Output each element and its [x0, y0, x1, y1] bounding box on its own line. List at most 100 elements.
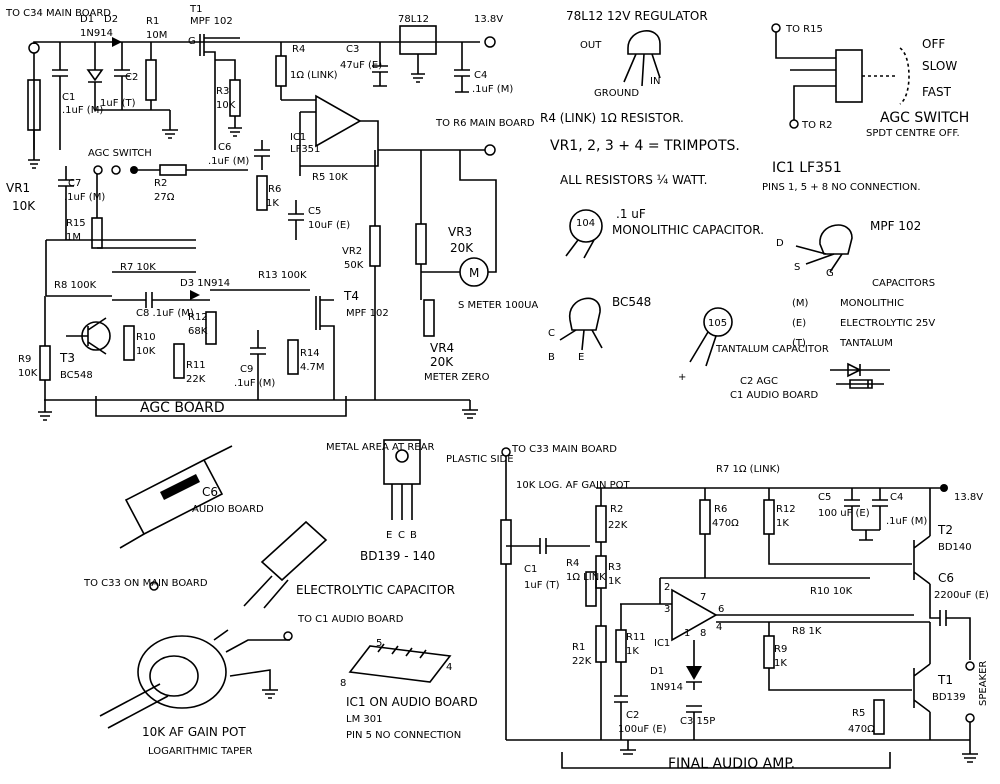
bd139-pin-b: B [410, 530, 417, 541]
amp-r1-value: 22K [572, 656, 592, 667]
agc-r4-label: R4 [292, 44, 305, 55]
agc-c3-value: 47uF (E) [340, 60, 382, 71]
amp-pin3: 3 [664, 604, 670, 615]
amp-pin8: 8 [700, 628, 706, 639]
r1-resistor [145, 59, 157, 101]
meter-wire [421, 150, 497, 273]
amp-t2-label: T2 [937, 523, 953, 537]
amp-r8: R8 1K [792, 626, 822, 637]
t1-g: G [188, 36, 196, 47]
amp-r2 [595, 505, 607, 543]
agc-r9-label: R9 [18, 354, 31, 365]
agc-r8-wire [45, 240, 112, 297]
agc-vr2-label: VR2 [342, 246, 362, 257]
agc-r6 [256, 175, 268, 211]
agc-ic1-wires [281, 99, 379, 176]
c6-capacitor-body [124, 458, 224, 536]
agc-r14-label: R14 [300, 348, 320, 359]
amp-r2-label: R2 [610, 504, 623, 515]
agc-to-r6-label: TO R6 MAIN BOARD [435, 118, 535, 129]
cap-t: (T) [792, 338, 806, 349]
agc-ground-rail [44, 399, 478, 419]
agc-r3-wire [215, 59, 242, 137]
amp-d1-type: 1N914 [650, 682, 683, 693]
amp-r12-value: 1K [776, 518, 789, 529]
agc-c5 [288, 200, 304, 240]
tantalum-legs [689, 331, 717, 367]
agc-r11-value: 22K [186, 374, 206, 385]
amp-r5-value: 470Ω [848, 724, 875, 735]
tantalum-body [703, 307, 733, 337]
bd139-metal: METAL AREA AT REAR [326, 442, 434, 453]
r4-note: R4 (LINK) 1Ω RESISTOR. [540, 111, 684, 125]
agc-sw-off: OFF [922, 37, 945, 51]
pot-lugs [213, 629, 290, 690]
agc-r3-value: 10K [216, 100, 236, 111]
final-audio-amp: TO C33 MAIN BOARD 10K LOG. AF GAIN POT 1… [500, 444, 989, 772]
agc-switch-pin-b [111, 165, 121, 175]
agc-sw-r2-terminal [789, 119, 799, 129]
cap-m-text: MONOLITHIC [840, 298, 904, 309]
d1-diode [86, 42, 104, 110]
agc-c8 [112, 292, 210, 308]
agc-vr4 [423, 299, 435, 337]
ic-package [348, 645, 452, 683]
amp-c3-label: C3 15P [680, 716, 715, 727]
amp-r9 [763, 635, 775, 669]
amp-pin6: 6 [718, 604, 724, 615]
agc-sw-fast: FAST [922, 85, 952, 99]
c6-part-sub: AUDIO BOARD [192, 504, 264, 515]
agc-c6 [254, 140, 270, 170]
agc-r7-label: R7 10K [120, 262, 156, 273]
amp-c1 [506, 538, 590, 554]
mono-cap-value: .1 uF [616, 207, 646, 221]
amp-c6-value: 2200uF (E) [934, 590, 989, 601]
bd139-mount-hole [395, 449, 409, 463]
t1-type: MPF 102 [190, 16, 233, 27]
agc-r4-value: 1Ω (LINK) [290, 70, 338, 81]
r1-label: R1 [146, 16, 159, 27]
pot-bushing [149, 655, 199, 697]
agc-r13-label: R13 100K [258, 270, 307, 281]
pot-sub: LOGARITHMIC TAPER [148, 746, 252, 757]
agc-r9 [39, 345, 51, 381]
cap-title: CAPACITORS [872, 278, 935, 289]
vr1-label: VR1 [6, 181, 30, 195]
amp-r3-value: 1K [608, 576, 621, 587]
amp-t2-transistor [913, 488, 931, 585]
agc-c4 [454, 42, 470, 93]
pot-title: 10K AF GAIN POT [142, 725, 246, 739]
agc-r14 [287, 339, 299, 375]
agc-r14-value: 4.7M [300, 362, 325, 373]
agc-c1-label: C1 [62, 92, 75, 103]
to-r6-terminal [484, 144, 496, 156]
input-terminal [28, 42, 40, 54]
amp-c3 [686, 705, 702, 740]
tantalum-sub2: C1 AUDIO BOARD [730, 390, 819, 401]
amp-ground-symbol [620, 740, 636, 755]
agc-vr3 [415, 223, 427, 265]
bc548-pins [559, 329, 603, 351]
amp-r1-label: R1 [572, 642, 585, 653]
pot-c33-terminal [149, 581, 159, 591]
notes-panel: 78L12 12V REGULATOR OUT IN GROUND R4 (LI… [540, 9, 969, 401]
agc-vr3-label: VR3 [448, 225, 472, 239]
agc-c3 [372, 42, 388, 87]
amp-c-ground [852, 529, 880, 541]
mono-cap-legs [565, 239, 595, 259]
agc-vr3-value: 20K [450, 241, 474, 255]
bc548-pin-c: C [548, 328, 555, 339]
meter-zero-label: METER ZERO [424, 372, 490, 383]
agc-sw-slow: SLOW [922, 59, 957, 73]
agc-board: TO C34 MAIN BOARD VR1 10K C1 .1uF (M) D1… [5, 4, 538, 421]
reg-title: 78L12 12V REGULATOR [566, 9, 708, 23]
tantalum-plus: + [678, 372, 686, 383]
agc-switch-body [835, 49, 863, 103]
agc-r3-label: R3 [216, 86, 229, 97]
agc-r15-value: 1M [66, 232, 81, 243]
agc-c3-label: C3 [346, 44, 359, 55]
agc-vr4-label: VR4 [430, 341, 454, 355]
amp-r6-label: R6 [714, 504, 727, 515]
amp-r6 [699, 499, 711, 535]
